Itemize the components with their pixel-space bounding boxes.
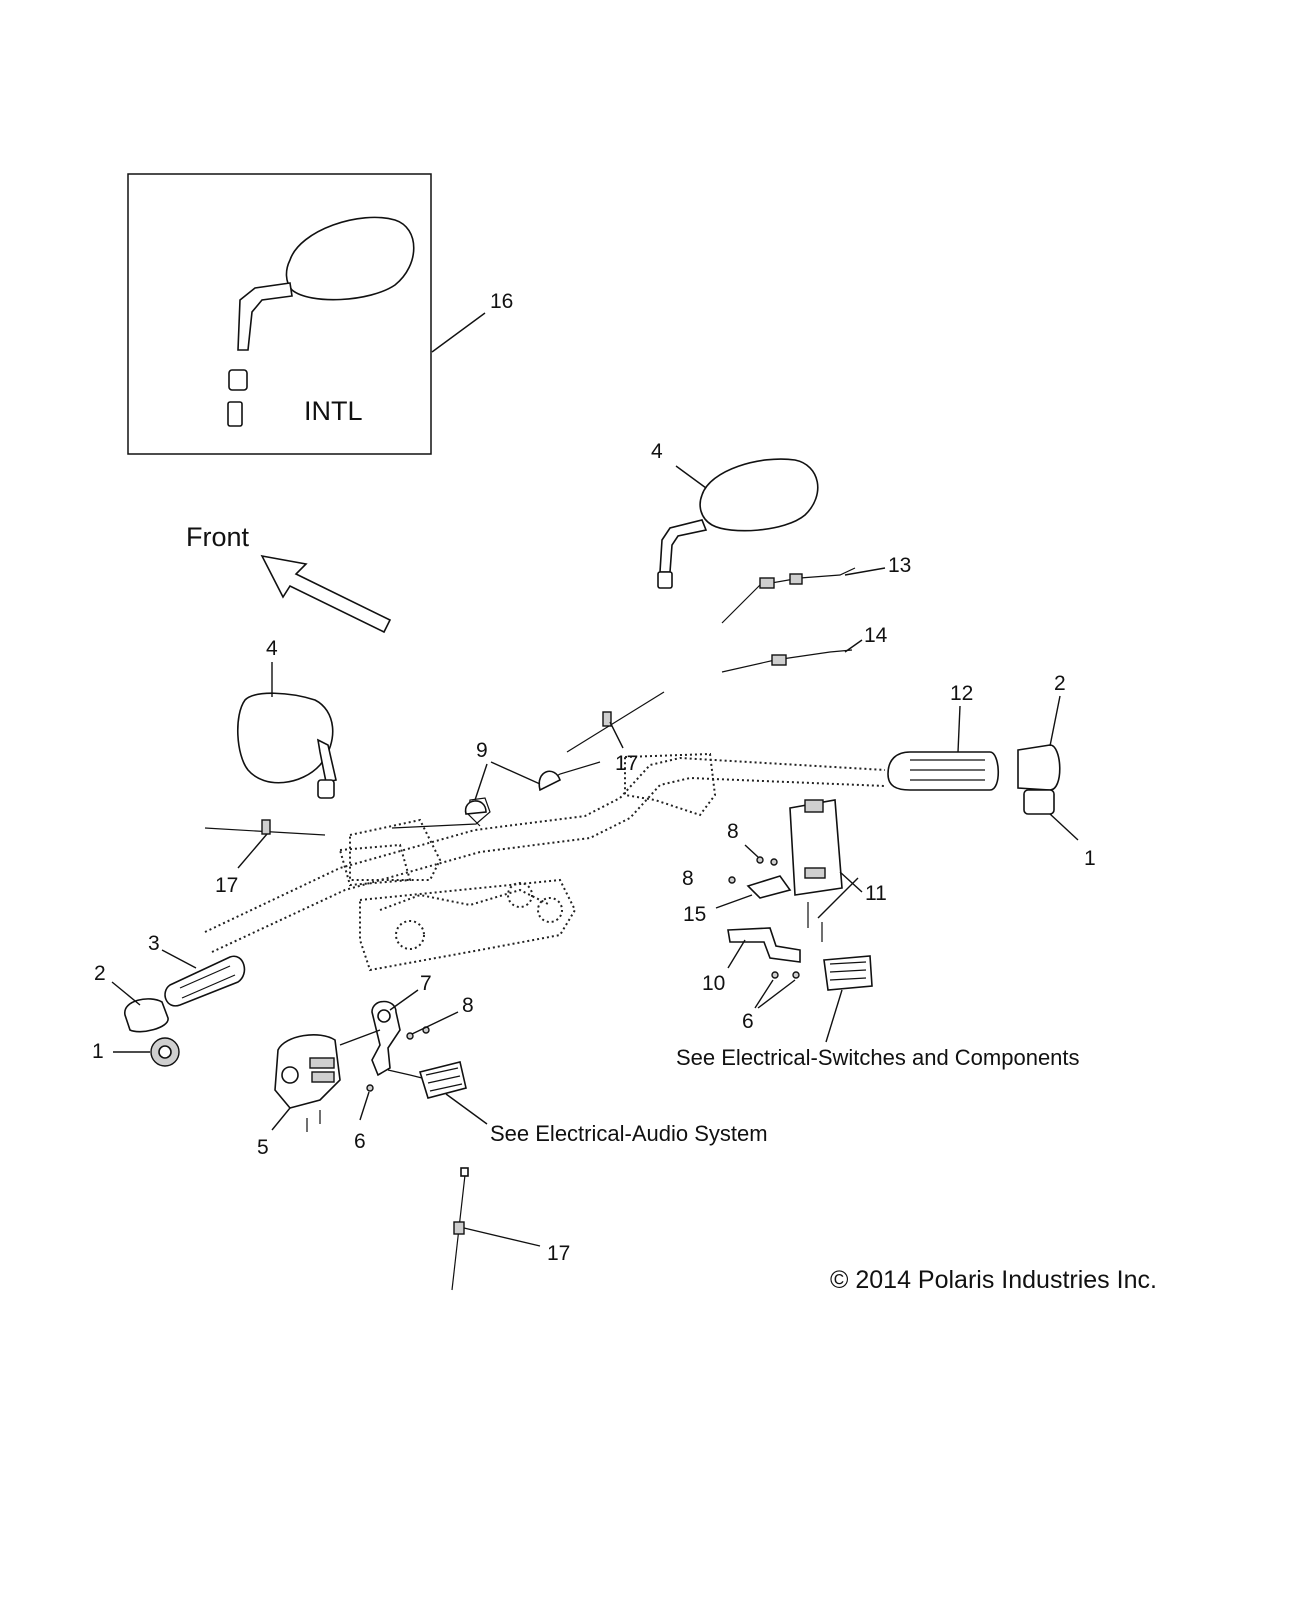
callout-8-a: 8 bbox=[727, 820, 739, 843]
bar-end-weight-1-left: 1 bbox=[92, 1037, 180, 1067]
leader-7-b bbox=[389, 989, 419, 1011]
leader-12 bbox=[957, 705, 961, 753]
screws-8-right: 8 8 bbox=[682, 820, 778, 890]
callout-3: 3 bbox=[148, 932, 160, 955]
callout-13: 13 bbox=[888, 554, 911, 577]
leader-9-b bbox=[490, 761, 541, 785]
callout-6-left: 6 bbox=[354, 1130, 366, 1153]
note-switches: See Electrical-Switches and Components bbox=[676, 1045, 1080, 1070]
note-audio: See Electrical-Audio System bbox=[490, 1121, 768, 1146]
leader-11-a bbox=[839, 871, 863, 893]
leader-connector-left bbox=[445, 1093, 488, 1125]
leader-2-left bbox=[111, 981, 141, 1006]
front-arrow: Front bbox=[186, 522, 392, 634]
leader-6-right-a bbox=[754, 979, 774, 1009]
grip-12: 12 bbox=[887, 682, 1000, 791]
intl-mirror bbox=[227, 216, 415, 427]
grip-3: 3 bbox=[148, 932, 246, 1007]
leader-6-right-b bbox=[757, 979, 796, 1009]
end-cap-2-right: 2 bbox=[1017, 672, 1066, 791]
callout-8-b: 8 bbox=[682, 867, 694, 890]
callout-1-right: 1 bbox=[1084, 847, 1096, 870]
inset-frame bbox=[127, 173, 432, 455]
leader-5 bbox=[271, 1107, 291, 1131]
leader-1-right bbox=[1049, 813, 1079, 841]
bracket-10: 10 bbox=[702, 927, 801, 995]
callout-17-top: 17 bbox=[615, 752, 638, 775]
callout-14: 14 bbox=[864, 624, 888, 647]
leader-6-left bbox=[359, 1091, 370, 1121]
end-cap-2-left: 2 bbox=[94, 962, 169, 1033]
bar-end-weight-1-right: 1 bbox=[1023, 789, 1096, 870]
callout-1-left: 1 bbox=[92, 1040, 104, 1063]
front-label: Front bbox=[186, 522, 250, 552]
callout-17-bottom: 17 bbox=[547, 1242, 570, 1265]
callout-8-left: 8 bbox=[462, 994, 474, 1017]
callout-10: 10 bbox=[702, 972, 725, 995]
cable-tie-17-bottom: 17 bbox=[451, 1167, 570, 1291]
callout-6-right: 6 bbox=[742, 1010, 754, 1033]
copyright: © 2014 Polaris Industries Inc. bbox=[830, 1266, 1157, 1294]
leader-11-b bbox=[817, 877, 859, 919]
leader-15 bbox=[715, 894, 753, 909]
leader-8-a bbox=[744, 844, 759, 858]
left-mirror: 4 bbox=[236, 637, 337, 799]
right-switch-housing-11: 11 bbox=[789, 799, 887, 942]
leader-16 bbox=[431, 312, 486, 353]
callout-7: 7 bbox=[420, 972, 432, 995]
callout-17-left: 17 bbox=[215, 874, 238, 897]
handlebar bbox=[204, 752, 886, 972]
right-mirror: 4 bbox=[651, 440, 819, 589]
cable-tie-17-left: 17 bbox=[204, 819, 326, 897]
connector-left bbox=[387, 1061, 488, 1125]
leader-3 bbox=[161, 949, 197, 969]
cable-9: 9 bbox=[391, 739, 601, 829]
connector-right bbox=[823, 955, 873, 1043]
leader-7-a bbox=[339, 1029, 381, 1046]
inset-label: INTL bbox=[304, 396, 363, 426]
callout-2-right: 2 bbox=[1054, 672, 1066, 695]
callout-4-right: 4 bbox=[651, 440, 663, 463]
left-switch-housing-5: 5 bbox=[257, 1034, 341, 1159]
leader-9-a bbox=[474, 763, 488, 801]
nuts-6-right: 6 bbox=[742, 971, 800, 1033]
leader-10 bbox=[727, 939, 746, 969]
leader-17-left bbox=[237, 833, 268, 869]
callout-2-left: 2 bbox=[94, 962, 106, 985]
callout-15: 15 bbox=[683, 903, 706, 926]
leader-13 bbox=[844, 567, 886, 576]
intl-inset: INTL 16 bbox=[127, 173, 513, 455]
cable-tie-17-top: 17 bbox=[566, 691, 665, 775]
bracket-15: 15 bbox=[683, 875, 792, 926]
callout-5: 5 bbox=[257, 1136, 269, 1159]
leader-14 bbox=[844, 639, 863, 653]
leader-8-left bbox=[411, 1011, 459, 1035]
leader-4-right bbox=[675, 465, 707, 489]
leader-17-bottom bbox=[463, 1227, 541, 1247]
cable-14: 14 bbox=[721, 624, 888, 673]
callout-9: 9 bbox=[476, 739, 488, 762]
callout-12: 12 bbox=[950, 682, 973, 705]
callout-4-left: 4 bbox=[266, 637, 278, 660]
leader-connector-right bbox=[825, 989, 843, 1043]
callout-11: 11 bbox=[865, 882, 887, 905]
callout-16: 16 bbox=[490, 290, 513, 313]
cable-13: 13 bbox=[721, 554, 911, 624]
bracket-7: 7 bbox=[339, 972, 432, 1077]
nuts-6-left: 6 bbox=[354, 1084, 374, 1153]
screws-8-left: 8 bbox=[406, 994, 474, 1040]
leader-2-right bbox=[1049, 695, 1061, 747]
front-arrow-icon bbox=[260, 554, 392, 634]
leader-17-top bbox=[609, 721, 624, 749]
